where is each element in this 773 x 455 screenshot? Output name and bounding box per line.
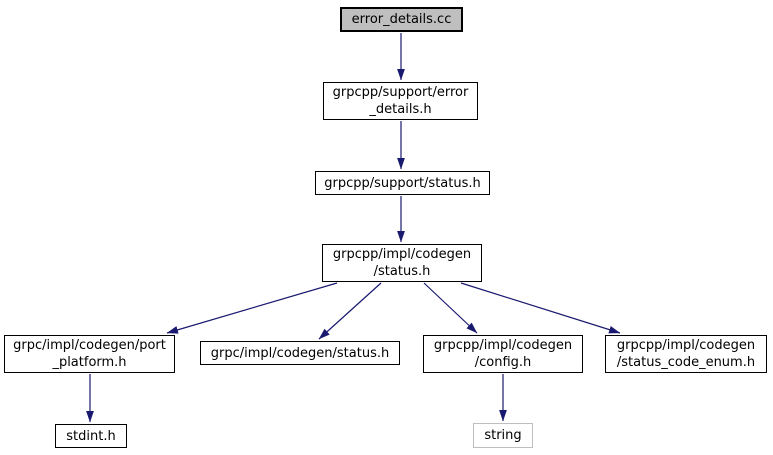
node-grpc-impl-codegen-status-h[interactable]: grpc/impl/codegen/status.h	[200, 341, 400, 365]
edge-codegen-status-h-to-port-platform-h	[166, 282, 338, 334]
edge-codegen-status-h-to-grpc-codegen-status-h	[318, 282, 382, 340]
node-grpcpp-impl-codegen-status-code-enum-h[interactable]: grpcpp/impl/codegen /status_code_enum.h	[605, 335, 767, 373]
edge-codegen-status-h-to-status-code-enum-h	[460, 282, 621, 334]
node-error-details-cc: error_details.cc	[340, 7, 463, 32]
node-grpcpp-impl-codegen-status-h[interactable]: grpcpp/impl/codegen /status.h	[322, 244, 482, 282]
node-stdint-h: stdint.h	[55, 424, 127, 448]
node-grpc-impl-codegen-port-platform-h[interactable]: grpc/impl/codegen/port _platform.h	[4, 335, 175, 373]
node-grpcpp-support-error-details-h[interactable]: grpcpp/support/error _details.h	[323, 82, 478, 120]
node-string: string	[473, 423, 533, 448]
edge-codegen-status-h-to-config-h	[423, 282, 478, 334]
node-grpcpp-support-status-h[interactable]: grpcpp/support/status.h	[315, 171, 490, 195]
node-grpcpp-impl-codegen-config-h[interactable]: grpcpp/impl/codegen /config.h	[423, 335, 583, 373]
